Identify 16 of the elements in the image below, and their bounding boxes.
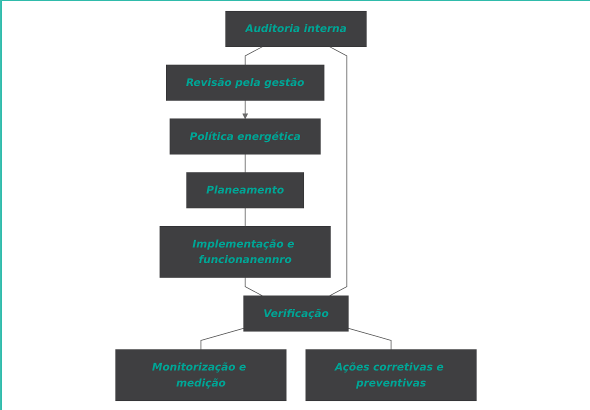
connector xyxy=(244,276,263,296)
node-box: Auditoria interna xyxy=(225,10,367,46)
connector xyxy=(329,46,348,296)
node-box: Planeamento xyxy=(186,172,304,208)
connector xyxy=(200,327,244,350)
connector xyxy=(348,327,392,350)
connector xyxy=(244,207,246,226)
node-box: Monitorização e medição xyxy=(115,348,286,401)
node-box: Implementação e funcionanennro xyxy=(160,226,331,278)
node-box: Política energética xyxy=(170,118,321,154)
arrow xyxy=(242,100,248,119)
connector xyxy=(244,46,263,65)
node-box: Ações corretivas e preventivas xyxy=(306,348,477,401)
node-box: Revisão pela gestão xyxy=(166,64,324,100)
node-box: Verificação xyxy=(243,295,349,332)
connector xyxy=(244,153,246,172)
